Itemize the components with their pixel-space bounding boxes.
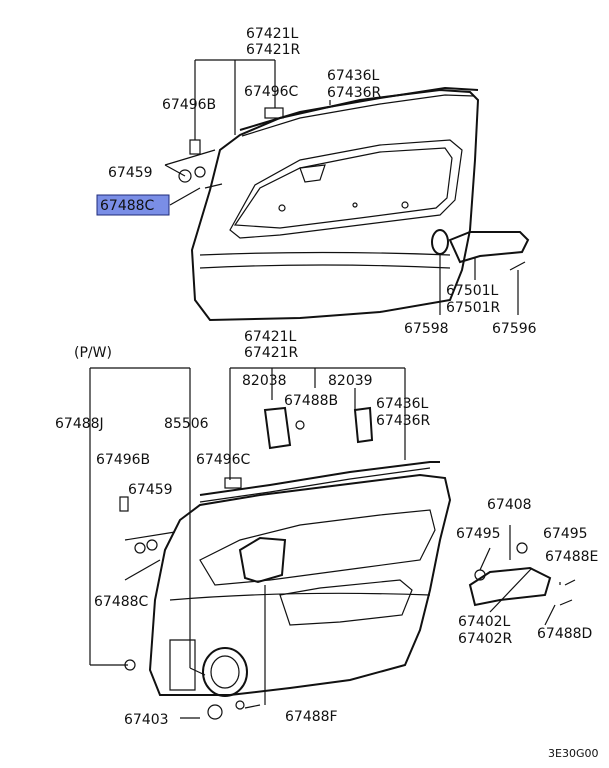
label-pw: (P/W) — [74, 345, 112, 361]
label-67436r-bottom: 67436R — [376, 413, 431, 429]
label-67421r-top: 67421R — [246, 42, 301, 58]
label-67501r: 67501R — [446, 300, 501, 316]
label-67421l-top: 67421L — [246, 26, 299, 42]
label-67488b: 67488B — [284, 393, 338, 409]
label-67495-left: 67495 — [456, 526, 501, 542]
lower-leader-lines — [89, 367, 561, 719]
lower-door-trim-panel — [148, 473, 452, 696]
label-67488d: 67488D — [537, 626, 592, 642]
label-67501l: 67501L — [446, 283, 499, 299]
label-67402r: 67402R — [458, 631, 513, 647]
label-67459-bottom: 67459 — [128, 482, 173, 498]
label-67488f: 67488F — [285, 709, 338, 725]
label-67496c-top: 67496C — [244, 84, 299, 100]
label-67488c-bottom: 67488C — [94, 594, 149, 610]
upper-handle-escutcheon — [431, 229, 449, 255]
label-67436r-top: 67436R — [327, 85, 382, 101]
label-67408: 67408 — [487, 497, 532, 513]
label-82039: 82039 — [328, 373, 373, 389]
label-85506: 85506 — [164, 416, 209, 432]
bracket-82039 — [353, 406, 374, 444]
label-67488c-highlight — [96, 194, 170, 216]
label-67402l: 67402L — [458, 614, 511, 630]
label-67496c-bottom: 67496C — [196, 452, 251, 468]
inside-handle-assembly — [468, 566, 552, 607]
lower-door-assembly — [119, 406, 576, 720]
lower-switch-panel — [238, 536, 287, 584]
label-82038: 82038 — [242, 373, 287, 389]
speaker-grille — [202, 647, 248, 697]
upper-door-handle — [448, 231, 530, 264]
label-67459-top: 67459 — [108, 165, 153, 181]
label-67436l-bottom: 67436L — [376, 396, 429, 412]
upper-leader-lines — [164, 59, 519, 315]
label-67495-right: 67495 — [543, 526, 588, 542]
label-67403: 67403 — [124, 712, 169, 728]
label-67488j: 67488J — [55, 416, 104, 432]
bracket-82038 — [263, 406, 292, 450]
label-67496b-bottom: 67496B — [96, 452, 150, 468]
upper-door-assembly — [178, 86, 530, 322]
label-67496b-top: 67496B — [162, 97, 216, 113]
label-67421r-bottom: 67421R — [244, 345, 299, 361]
upper-door-pocket — [229, 139, 463, 239]
label-67488c-top: 67488C — [100, 198, 155, 214]
label-67598: 67598 — [404, 321, 449, 337]
diagram-code: 3E30G00 — [548, 747, 598, 760]
label-67488e: 67488E — [545, 549, 598, 565]
label-67596: 67596 — [492, 321, 537, 337]
label-67436l-top: 67436L — [327, 68, 380, 84]
lower-weatherstrip — [199, 461, 440, 496]
label-67421l-bottom: 67421L — [244, 329, 297, 345]
